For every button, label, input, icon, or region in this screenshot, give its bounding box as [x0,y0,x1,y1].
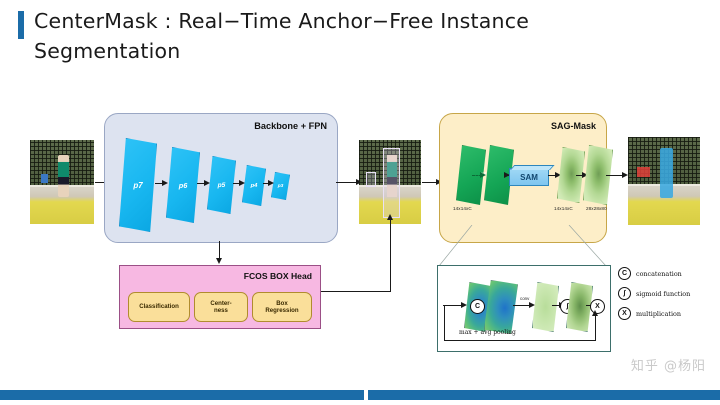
backbone-fpn-box: Backbone + FPN p7 p6 p5 p4 p3 [104,113,338,243]
arrow-head-icon [582,171,588,178]
arrow-p4-p3 [263,183,270,185]
fpn-level-label: p7 [133,180,143,190]
arrow-head-icon [461,301,467,308]
multiplication-icon: X [618,307,631,320]
fcos-branch-label: Classification [139,303,179,311]
arrow-head-icon [622,171,628,178]
arrow-head-icon [239,179,245,186]
sam-module-block: SAM [509,168,549,186]
legend-item-label: sigmoid function [636,289,691,298]
concatenation-icon: C [618,267,631,280]
fpn-level-p7: p7 [119,138,157,232]
fcos-branch-label: Box Regression [265,299,299,315]
bounding-box [366,171,376,188]
sag-dim-label-2: 14x14xC [554,206,573,211]
fcos-branch-box-regression: Box Regression [252,292,312,322]
sag-mask-label: SAG-Mask [550,121,596,131]
detail-conv-plane [532,282,559,332]
op-symbol: ∫ [566,303,569,310]
title-block: CenterMask : Real−Time Anchor−Free Insta… [0,0,720,90]
detail-attention-plane [566,282,593,332]
arrow-backbone-to-fcos [219,241,221,261]
arrow-sam-to-plane3 [548,175,557,177]
legend: C concatenation ∫ sigmoid function X mul… [618,267,718,325]
bottom-bar [0,390,720,400]
arrow-fcos-to-detection-v [390,217,392,292]
sag-dim-label-1: 14x14xC [453,206,472,211]
skip-connection-right [595,314,597,341]
arrow-head-icon [387,214,393,220]
legend-item-concatenation: C concatenation [618,267,682,280]
fcos-branch-label: Center- ness [210,299,232,315]
watermark: 知乎 @杨阳 [630,359,706,374]
skip-connection-bottom [444,340,596,342]
person-mask [659,147,673,198]
title-accent-bar [18,11,24,39]
legend-item-multiplication: X multiplication [618,307,681,320]
ball-marker [40,173,48,183]
arrow-head-icon [216,258,222,264]
arrow-plane1-to-plane2 [472,175,482,176]
legend-item-label: concatenation [636,269,682,278]
input-image [30,140,94,224]
sigmoid-function-icon: ∫ [618,287,631,300]
arrow-head-icon [504,171,510,178]
concatenation-icon: C [470,299,485,314]
page-title: CenterMask : Real−Time Anchor−Free Insta… [34,9,530,63]
legend-item-sigmoid: ∫ sigmoid function [618,287,690,300]
legend-item-label: multiplication [636,309,681,318]
arrow-p5-p4 [233,183,241,185]
fpn-level-label: p3 [277,183,284,189]
arrow-head-icon [204,179,210,186]
fcos-box-head-label: FCOS BOX Head [243,271,312,281]
arrow-detection-to-sagmask [422,182,438,184]
arrow-backbone-to-detection [336,182,358,184]
bounding-box [382,148,401,218]
fpn-level-label: p5 [217,181,226,189]
fcos-branch-centerness: Center- ness [194,292,248,322]
bottom-bar-right-segment [368,390,720,400]
arrow-fcos-to-detection-h [319,291,391,293]
arrow-detail-input [443,305,463,307]
fcos-box-head: FCOS BOX Head Classification Center- nes… [119,265,321,329]
fpn-level-label: p4 [250,182,258,189]
arrow-head-icon [592,310,598,316]
arrow-input-to-backbone [95,182,111,184]
skip-connection-left [444,305,446,341]
architecture-diagram: Backbone + FPN p7 p6 p5 p4 p3 [0,95,720,370]
op-symbol: X [595,303,600,310]
arrow-head-icon [529,301,535,308]
segmentation-image [628,137,700,225]
object-mask [637,166,651,177]
arrow-head-icon [268,179,274,186]
arrow-p7-p6 [155,183,164,185]
arrow-p6-p5 [197,183,206,185]
arrow-detail-to-sigmoid [552,305,561,307]
bottom-bar-left-segment [0,390,364,400]
fpn-level-p6: p6 [166,147,200,223]
conv-label: conv [520,296,530,301]
zoom-guide-lines [438,225,607,267]
arrow-head-icon [162,179,168,186]
detection-image [359,140,421,224]
arrow-detail-conv [513,305,531,307]
arrow-sagmask-to-output [606,175,624,177]
arrow-head-icon [480,171,486,178]
op-symbol: C [474,303,481,310]
fpn-level-p3: p3 [271,172,290,200]
sam-module-label: SAM [520,172,538,182]
arrow-plane3-to-plane4 [576,175,584,177]
fpn-level-p4: p4 [242,165,266,206]
sam-detail-panel: C conv ∫ X max + avg pooling [437,265,611,352]
backbone-fpn-label: Backbone + FPN [254,121,327,131]
player-figure [386,155,397,198]
player-figure [58,155,70,198]
sag-dim-label-3: 28x28x80 [586,206,607,211]
arrow-head-icon [555,171,561,178]
fpn-level-label: p6 [178,180,188,190]
pooling-label: max + avg pooling [459,329,516,336]
fcos-branch-classification: Classification [128,292,190,322]
fpn-level-p5: p5 [207,156,236,214]
